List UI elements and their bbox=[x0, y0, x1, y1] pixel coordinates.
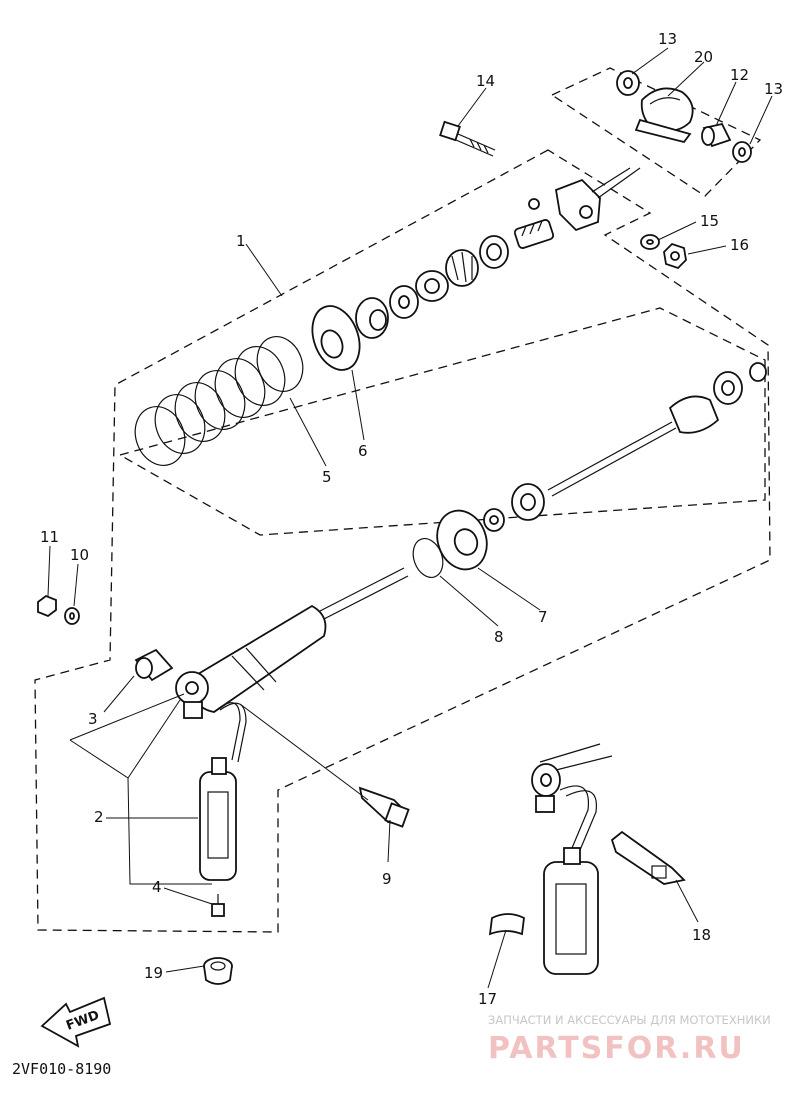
parts: FWD bbox=[37, 70, 767, 1048]
washer-15 bbox=[640, 234, 660, 250]
callout-10: 10 bbox=[70, 546, 89, 564]
spring-adjuster-stack bbox=[355, 219, 555, 339]
callout-15: 15 bbox=[700, 212, 719, 230]
callout-5: 5 bbox=[322, 468, 332, 486]
assembly-outline-spring bbox=[118, 307, 766, 536]
callout-14: 14 bbox=[476, 72, 495, 90]
washer-13-top bbox=[616, 70, 640, 96]
callout-7: 7 bbox=[538, 608, 548, 626]
cap-19 bbox=[203, 957, 233, 985]
leader-lines bbox=[47, 47, 773, 989]
callouts: 1 2 3 4 5 6 7 8 9 10 11 12 13 13 14 15 1… bbox=[40, 30, 783, 1008]
o-ring-8 bbox=[412, 538, 444, 578]
callout-3: 3 bbox=[88, 710, 98, 728]
diagram-code: 2VF010-8190 bbox=[12, 1060, 111, 1078]
washer-10 bbox=[64, 607, 80, 625]
watermark: ЗАПЧАСТИ И АКСЕССУАРЫ ДЛЯ МОТОТЕХНИКИ PA… bbox=[488, 1013, 771, 1066]
washer-13-right bbox=[732, 141, 752, 163]
upper-bracket bbox=[528, 167, 641, 232]
fwd-arrow: FWD bbox=[40, 996, 112, 1048]
assembly-outline-main bbox=[34, 149, 771, 933]
callout-13-top: 13 bbox=[658, 30, 677, 48]
inset-reservoir bbox=[488, 743, 686, 975]
callout-17: 17 bbox=[478, 990, 497, 1008]
boot-20 bbox=[634, 87, 694, 144]
callout-2: 2 bbox=[94, 808, 104, 826]
callout-18: 18 bbox=[692, 926, 711, 944]
bushing-3 bbox=[134, 648, 174, 682]
callout-9: 9 bbox=[382, 870, 392, 888]
nut-11 bbox=[37, 594, 57, 618]
watermark-tagline: ЗАПЧАСТИ И АКСЕССУАРЫ ДЛЯ МОТОТЕХНИКИ bbox=[488, 1013, 771, 1027]
callout-12: 12 bbox=[730, 66, 749, 84]
callout-4: 4 bbox=[152, 878, 162, 896]
bolt-14 bbox=[439, 120, 496, 157]
callout-16: 16 bbox=[730, 236, 749, 254]
bump-stop bbox=[547, 362, 767, 497]
spring-5 bbox=[134, 336, 304, 466]
callout-8: 8 bbox=[494, 628, 504, 646]
callout-19: 19 bbox=[144, 964, 163, 982]
callout-11: 11 bbox=[40, 528, 59, 546]
reservoir-2 bbox=[199, 757, 237, 881]
spring-seat-6 bbox=[311, 305, 361, 371]
bolt-9 bbox=[358, 786, 410, 828]
shock-body bbox=[187, 567, 409, 713]
watermark-brand: PARTSFOR.RU bbox=[488, 1031, 745, 1066]
assembly-outlines bbox=[34, 67, 771, 933]
collar-12 bbox=[701, 122, 732, 148]
assembly-outline-bracket bbox=[550, 67, 762, 197]
nut-16 bbox=[663, 242, 687, 270]
bolt-4 bbox=[211, 894, 225, 917]
callout-20: 20 bbox=[694, 48, 713, 66]
lower-seat-stack bbox=[483, 483, 545, 532]
callout-13-right: 13 bbox=[764, 80, 783, 98]
callout-1: 1 bbox=[236, 232, 246, 250]
callout-6: 6 bbox=[358, 442, 368, 460]
